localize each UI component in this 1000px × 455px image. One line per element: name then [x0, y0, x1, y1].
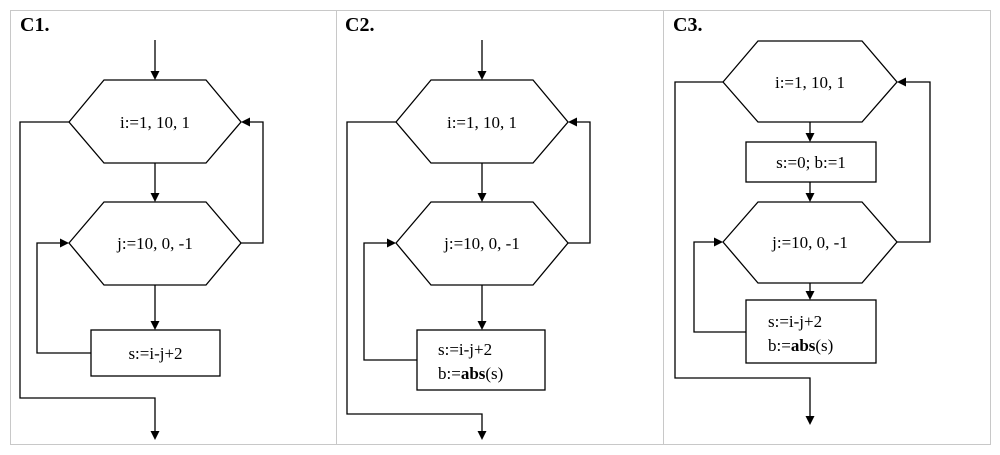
exit-head: [477, 431, 487, 440]
panel-c3: C3. i:=1, 10, 1 s:=0; b:=1 j:=10, 0, -1 …: [673, 14, 931, 425]
outer-loop-label: i:=1, 10, 1: [775, 73, 845, 92]
outer-loop-label: i:=1, 10, 1: [120, 113, 190, 132]
body-line-2-arg: (s): [485, 364, 503, 383]
exit-line: [19, 121, 156, 431]
outer-to-init-head: [805, 133, 815, 142]
inner-to-body-head: [477, 321, 487, 330]
body-box: [90, 329, 221, 377]
body-line-2-arg: (s): [815, 336, 833, 355]
inner-to-body-head: [150, 321, 160, 330]
exit-line: [674, 81, 811, 416]
inner-loop-back-line: [693, 241, 746, 333]
inner-loop-label: j:=10, 0, -1: [443, 234, 520, 253]
exit-line: [346, 121, 483, 431]
panel-frames: [10, 10, 991, 445]
outer-loop-back-line: [897, 81, 931, 243]
panel-title: C3.: [673, 14, 702, 36]
inner-loop-back-head: [387, 238, 396, 248]
body-line-1: s:=i-j+2: [128, 344, 182, 363]
body-line-2: b:=abs(s): [438, 364, 503, 383]
outer-to-inner-head: [477, 193, 487, 202]
panel-title: C1.: [20, 14, 49, 36]
panel-c1: C1. i:=1, 10, 1 j:=10, 0, -1 s:=i-j+2: [19, 14, 264, 440]
outer-loop-back-head: [241, 117, 250, 127]
body-line-1: s:=i-j+2: [438, 340, 492, 359]
body-box: [745, 299, 877, 364]
body-line-2-prefix: b:=: [438, 364, 461, 383]
inner-loop-back-line: [36, 242, 91, 354]
body-box: [416, 329, 546, 391]
body-line-2-prefix: b:=: [768, 336, 791, 355]
outer-to-inner-head: [150, 193, 160, 202]
inner-loop-label: j:=10, 0, -1: [771, 233, 848, 252]
outer-loop-back-line: [568, 121, 591, 244]
panel-c2: C2. i:=1, 10, 1 j:=10, 0, -1 s:=i-j+2 b:…: [345, 14, 591, 440]
inner-loop-label: j:=10, 0, -1: [116, 234, 193, 253]
init-box: [745, 141, 877, 183]
inner-to-body-head: [805, 291, 815, 300]
outer-loop-back-head: [897, 77, 906, 87]
exit-head: [150, 431, 160, 440]
panel-title: C2.: [345, 14, 374, 36]
outer-loop-label: i:=1, 10, 1: [447, 113, 517, 132]
entry-arrow-head: [150, 71, 160, 80]
body-line-2-func: abs: [461, 364, 486, 383]
inner-loop-back-head: [60, 238, 69, 248]
body-line-1: s:=i-j+2: [768, 312, 822, 331]
entry-arrow-head: [477, 71, 487, 80]
body-line-2: b:=abs(s): [768, 336, 833, 355]
init-label: s:=0; b:=1: [776, 153, 846, 172]
outer-loop-back-head: [568, 117, 577, 127]
init-to-inner-head: [805, 193, 815, 202]
body-line-2-func: abs: [791, 336, 816, 355]
inner-loop-back-head: [714, 237, 723, 247]
outer-loop-back-line: [241, 121, 264, 244]
inner-loop-back-line: [363, 242, 417, 361]
exit-head: [805, 416, 815, 425]
frame-outer: [10, 10, 991, 445]
